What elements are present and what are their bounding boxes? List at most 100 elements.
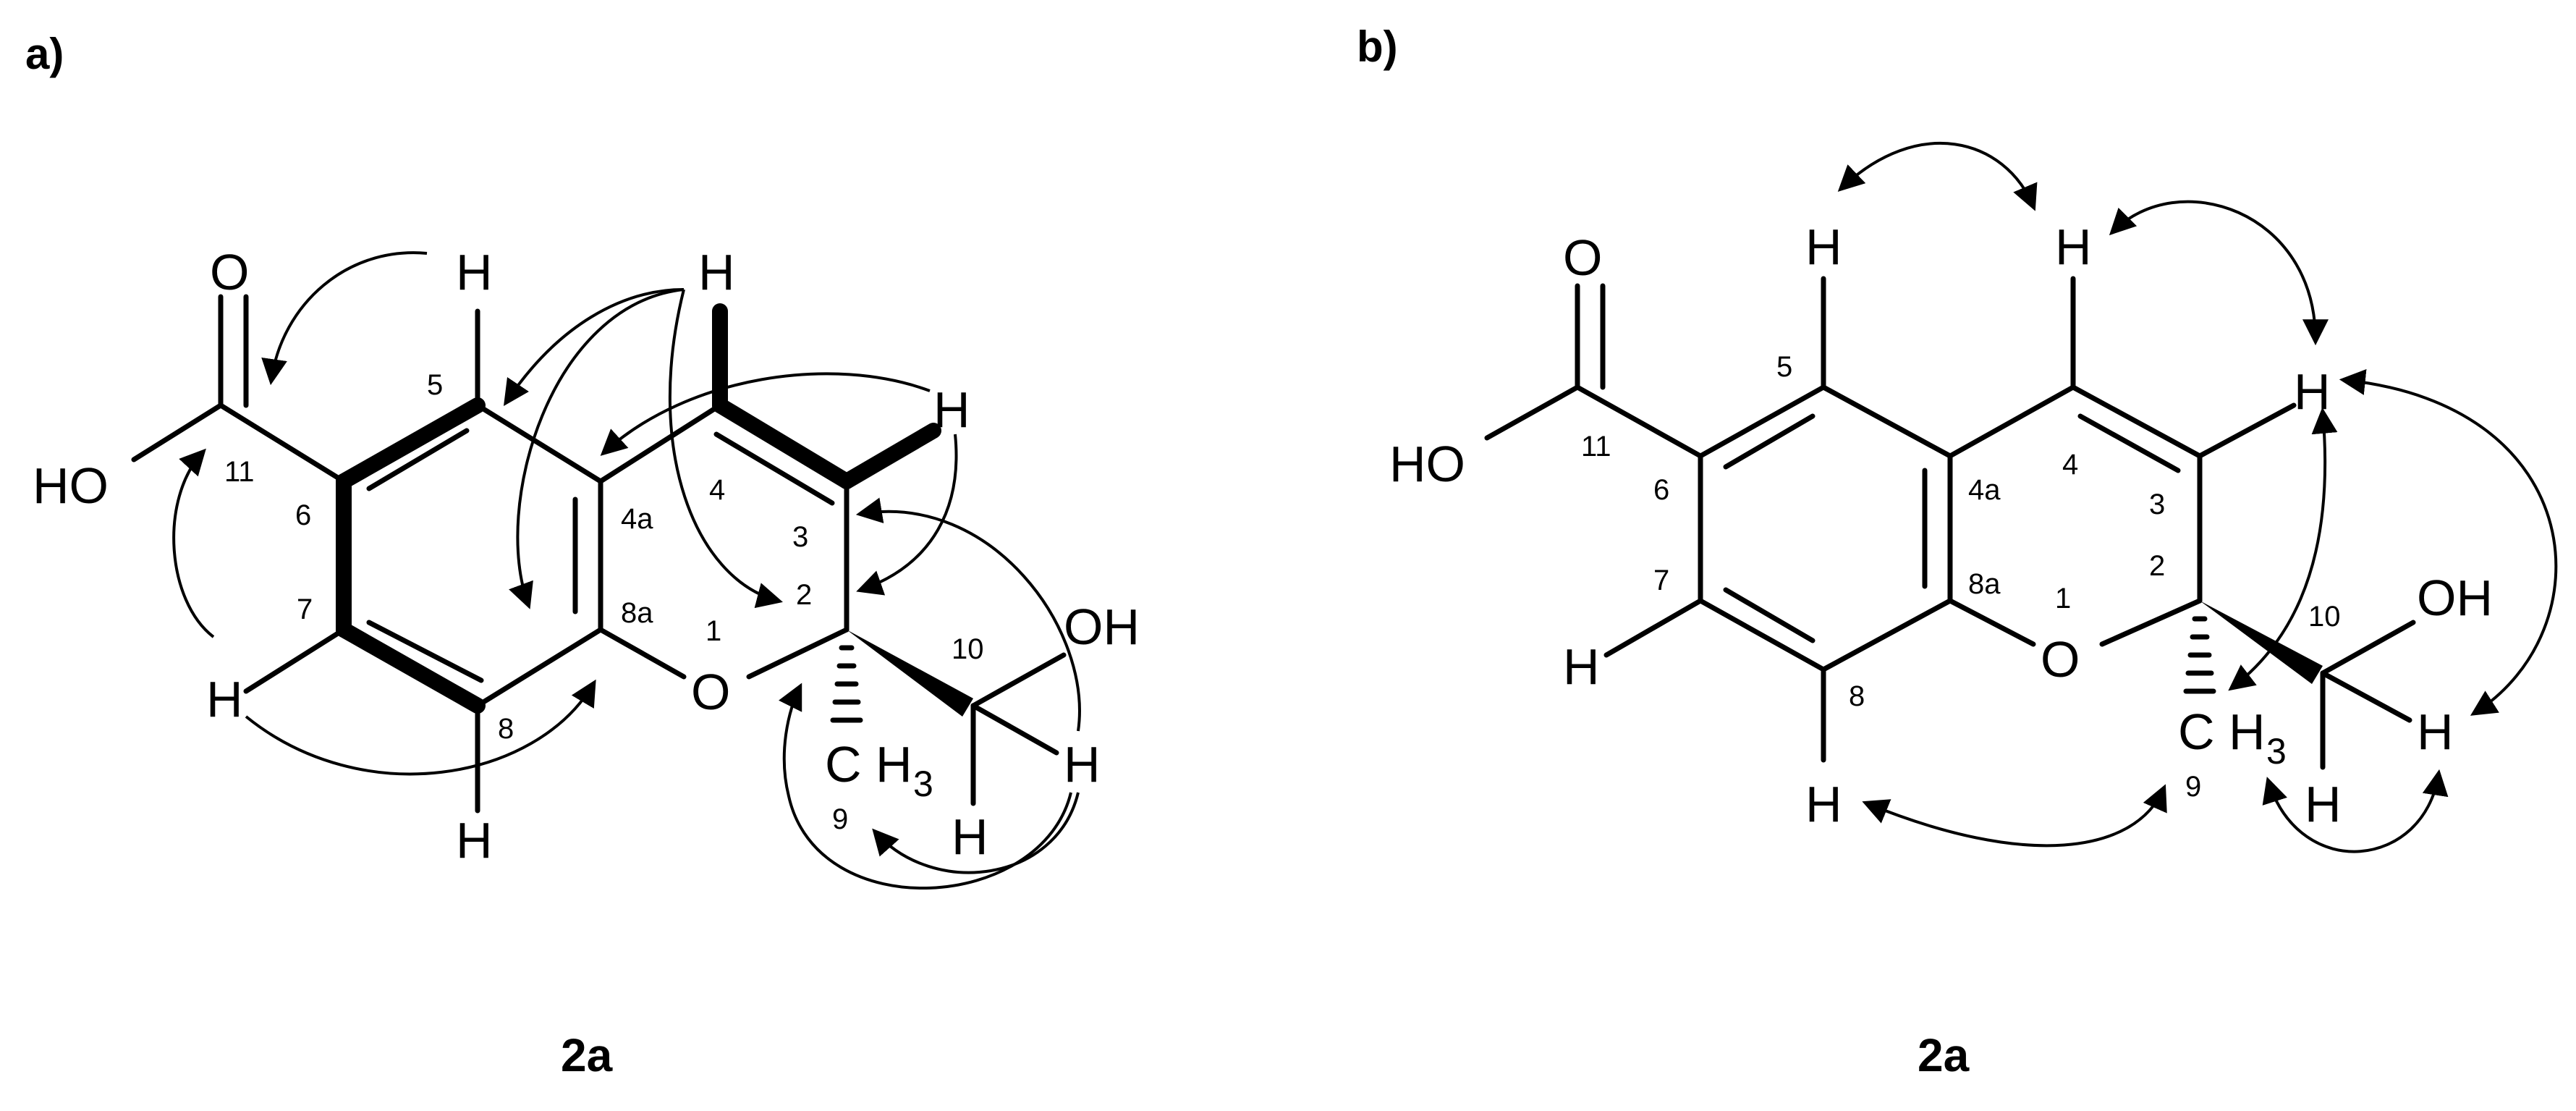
atom-b-h4: H	[2055, 219, 2092, 275]
compound-label-b: 2a	[1918, 1029, 1970, 1081]
bond-o1-c2	[746, 627, 850, 680]
locant-9: 9	[832, 803, 848, 835]
locant-b-4: 4	[2062, 449, 2078, 481]
bond-c4a-c4	[598, 402, 723, 484]
atom-b-o1: O	[2041, 631, 2080, 688]
bond-c7-h7	[243, 627, 347, 694]
bond-b-c4-c3	[2070, 384, 2203, 459]
panel-b: b)	[1357, 22, 2558, 1081]
compound-label-a: 2a	[561, 1029, 613, 1081]
bond-b-c4a-c4	[1947, 384, 2076, 459]
locant-b-2: 2	[2149, 550, 2165, 582]
locant-b-8a: 8a	[1968, 568, 2001, 600]
atom-hydroxyl-acid: HO	[33, 457, 109, 514]
bond-b-c5-c6-inner	[1723, 413, 1816, 470]
panel-a-numbers: 11 6 7 5 4a 8a 8 4 3 2 1 10 9	[224, 369, 984, 835]
bond-c2-c10-wedge	[847, 630, 973, 717]
atom-b-c9-h-sub: 3	[2266, 731, 2287, 772]
bond-c5-c6-inner	[366, 428, 470, 491]
atom-o-carbonyl: O	[210, 244, 249, 300]
arrow-h4-to-c8a	[509, 288, 685, 609]
panel-a-correlation-arrows	[172, 251, 1081, 890]
arrow-h10-to-c2	[779, 683, 1072, 890]
locant-5: 5	[427, 369, 443, 401]
bond-b-c2-c10-wedge	[2200, 601, 2323, 684]
panel-a-atoms: O HO H H H OH H O C H 3 H H H	[33, 244, 1140, 869]
bond-c4-c3-inner	[713, 431, 835, 506]
bond-c10-h10b	[970, 703, 1059, 756]
bond-b-c5-c6	[1698, 384, 1826, 459]
bond-c3-h3-bold	[839, 423, 941, 489]
locant-b-4a: 4a	[1968, 474, 2001, 506]
atom-b-h10b: H	[2417, 704, 2454, 760]
noe-h5-h4	[1837, 142, 2038, 211]
atom-b-h10a: H	[2305, 776, 2342, 832]
bond-c4-c3-bold	[712, 397, 855, 489]
bond-b-c8-c8a	[1821, 598, 1953, 672]
locant-11: 11	[224, 456, 255, 488]
locant-b-10: 10	[2308, 601, 2341, 633]
locant-1: 1	[706, 615, 721, 647]
bond-b-c6-c11	[1575, 384, 1703, 459]
locant-b-1: 1	[2055, 583, 2071, 614]
atom-oh: OH	[1064, 599, 1140, 655]
bond-c10-oh	[970, 652, 1067, 709]
panel-b-noe-arrows	[1837, 142, 2558, 853]
atom-h4: H	[698, 244, 735, 300]
panel-b-bonds	[1484, 276, 2416, 770]
locant-b-6: 6	[1653, 474, 1669, 506]
noe-c9-h10b	[2262, 769, 2449, 853]
atom-b-c9: C	[2178, 704, 2215, 760]
arrow-h7-to-c11	[172, 448, 215, 638]
atom-b-h7: H	[1563, 638, 1600, 695]
noe-h3-c9	[2228, 407, 2338, 691]
atom-b-h3: H	[2294, 363, 2331, 420]
locant-b-3: 3	[2149, 489, 2165, 520]
panel-b-label: b)	[1357, 22, 1398, 71]
panel-b-numbers: 11 6 7 5 4a 8a 8 4 3 2 1 10 9	[1581, 351, 2341, 803]
bond-c5-c6-bold	[336, 397, 486, 489]
atom-b-h8: H	[1805, 776, 1842, 832]
arrow-h4-to-c5	[504, 288, 685, 406]
bond-c7-c8-inner	[366, 620, 484, 683]
atom-b-o-carbonyl: O	[1563, 229, 1602, 286]
panel-a-bonds	[131, 294, 1067, 814]
panel-a-label: a)	[25, 30, 64, 78]
atom-h10a: H	[952, 808, 988, 865]
locant-b-8: 8	[1849, 680, 1865, 712]
arrow-h10-to-c9	[872, 792, 1080, 874]
bond-c8a-c8	[475, 627, 603, 709]
locant-b-7: 7	[1653, 565, 1669, 596]
locant-3: 3	[792, 521, 808, 553]
atom-c9-h-sub: 3	[913, 764, 933, 804]
atom-h5: H	[456, 244, 493, 300]
locant-7: 7	[297, 593, 313, 625]
bond-b-o1-c2	[2099, 598, 2203, 647]
arrow-h10-to-c3	[855, 497, 1081, 732]
panel-a: a)	[25, 30, 1140, 1081]
bond-c11-oh	[131, 402, 224, 462]
bond-b-c7-c8	[1698, 598, 1826, 672]
bond-c6-c11	[218, 402, 347, 484]
atom-h7: H	[206, 671, 243, 727]
locant-b-9: 9	[2185, 771, 2201, 803]
bond-c2-c9-hash	[830, 645, 863, 723]
atom-c9-h: H	[876, 736, 912, 793]
bond-c5-c4a	[475, 402, 603, 484]
atom-c9: C	[825, 736, 862, 793]
atom-o1: O	[691, 664, 730, 720]
atom-b-hydroxyl-acid: HO	[1389, 436, 1465, 492]
arrow-h7-to-c8a	[245, 679, 596, 776]
noe-h8-c9	[1862, 784, 2167, 848]
bond-b-c3-h3	[2197, 402, 2297, 459]
bond-b-c10-h10b	[2320, 670, 2412, 723]
locant-b-5: 5	[1776, 351, 1792, 383]
bond-b-c2-c9-hash	[2183, 616, 2216, 694]
bond-b-c7-h7	[1603, 598, 1703, 658]
bond-c8a-o1	[598, 627, 687, 680]
locant-4a: 4a	[621, 503, 653, 535]
locant-2: 2	[796, 579, 812, 611]
locant-8a: 8a	[621, 597, 653, 629]
locant-10: 10	[952, 633, 984, 665]
atom-b-c9-h: H	[2229, 704, 2266, 760]
